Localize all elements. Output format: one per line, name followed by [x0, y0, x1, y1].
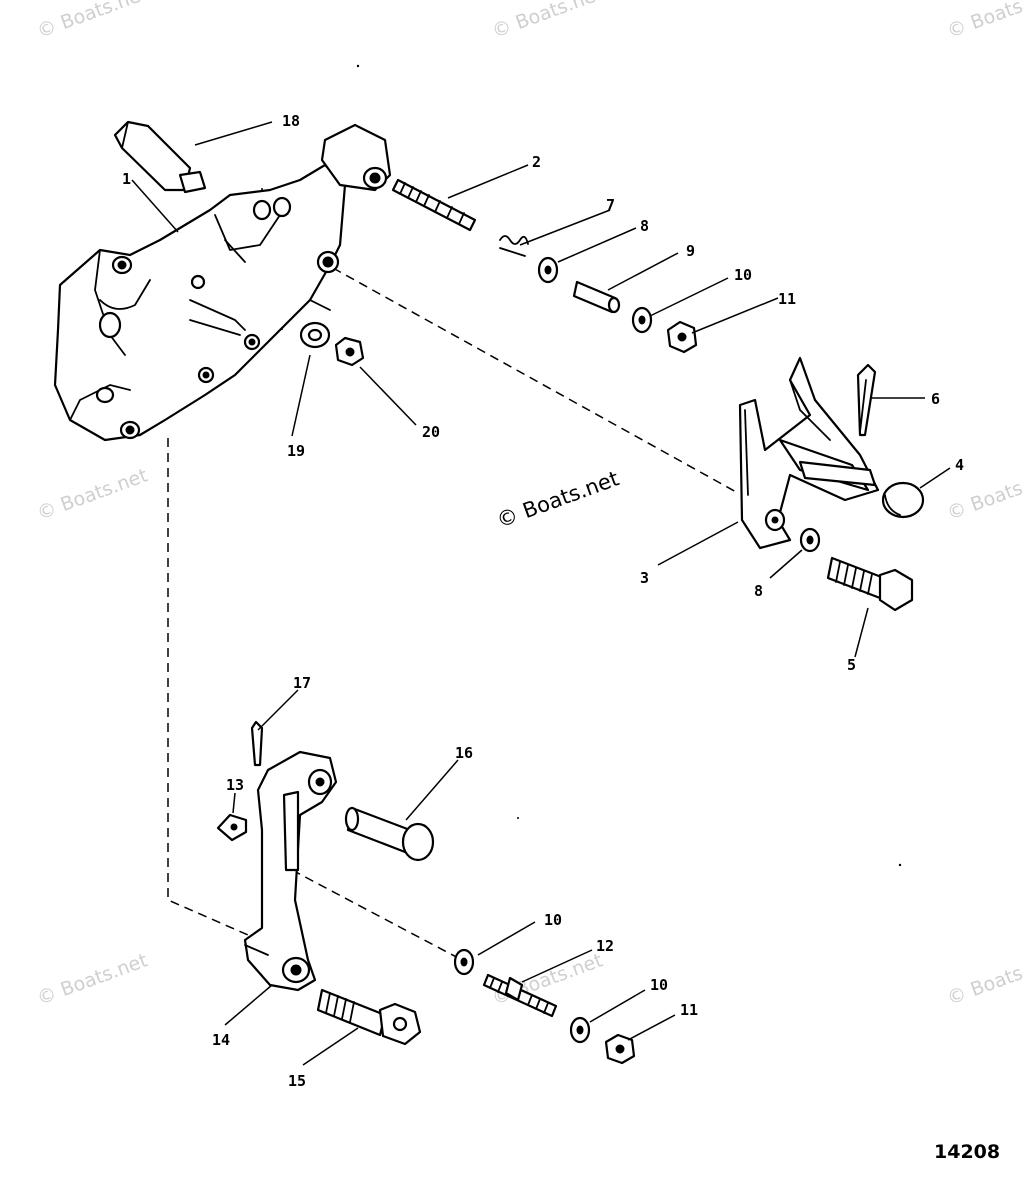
assembly-line-link-to-washer [291, 869, 463, 961]
watermark-low-right: © Boats.net [944, 949, 1025, 1009]
callout-8-lower: 8 [754, 582, 763, 600]
part-9-pin [572, 280, 621, 314]
callout-2: 2 [532, 153, 541, 171]
part-2-stud [391, 178, 477, 232]
callout-7: 7 [606, 196, 615, 214]
callout-11-lower: 11 [680, 1001, 698, 1019]
part-19-washer [299, 321, 331, 349]
watermark-top-right: © Boats.net [944, 0, 1025, 43]
watermark-center: © Boats.net [494, 466, 623, 532]
callout-1: 1 [122, 170, 131, 188]
callout-13: 13 [226, 776, 244, 794]
part-11-nut-lower [604, 1033, 636, 1065]
watermark-low-left: © Boats.net [34, 949, 150, 1009]
figure-number: 14208 [934, 1141, 1000, 1163]
callout-5: 5 [847, 656, 856, 674]
watermarks: © Boats.net © Boats.net © Boats.net © Bo… [34, 0, 1025, 1010]
callout-19: 19 [287, 442, 305, 460]
part-15-shoulder-bolt [316, 988, 422, 1046]
part-20-nut [334, 336, 365, 367]
part-12-stud [482, 973, 558, 1018]
part-14-link [243, 750, 338, 992]
callout-10-upper: 10 [734, 266, 752, 284]
scan-specks [356, 64, 902, 867]
watermark-low-center: © Boats.net [489, 949, 605, 1009]
part-5-bolt [826, 556, 914, 612]
part-10-washer-upper [631, 306, 653, 334]
callout-18: 18 [282, 112, 300, 130]
part-8-washer-upper [537, 256, 559, 284]
callout-labels: 18 1 2 7 8 9 10 11 19 20 6 4 3 8 5 17 16… [122, 112, 964, 1090]
part-18-standoff [113, 120, 207, 194]
callout-10-mid: 10 [544, 911, 562, 929]
callout-15: 15 [288, 1072, 306, 1090]
watermark-top-left: © Boats.net [34, 0, 150, 43]
part-3-lever [738, 356, 880, 550]
part-13-clip [216, 813, 248, 842]
callout-8-upper: 8 [640, 217, 649, 235]
part-11-nut-upper [666, 320, 698, 354]
part-1-bracket [53, 123, 392, 442]
part-10-washer-lower-1 [453, 948, 475, 976]
callout-20: 20 [422, 423, 440, 441]
callout-9: 9 [686, 242, 695, 260]
callout-6: 6 [931, 390, 940, 408]
callout-16: 16 [455, 744, 473, 762]
watermark-mid-left: © Boats.net [34, 464, 150, 524]
callout-10-lower: 10 [650, 976, 668, 994]
part-16-clevis-pin [344, 806, 435, 862]
callout-4: 4 [955, 456, 964, 474]
part-10-washer-lower-2 [569, 1016, 591, 1044]
part-7-spring [499, 235, 529, 257]
callout-11-upper: 11 [778, 290, 796, 308]
callout-14: 14 [212, 1031, 230, 1049]
part-17-cotter-pin [250, 720, 264, 767]
leader-lines [131, 121, 951, 1066]
part-6-cotter-pin [856, 363, 877, 437]
watermark-top-center: © Boats.net [489, 0, 605, 43]
callout-3: 3 [640, 569, 649, 587]
part-8-washer-lower [799, 527, 821, 553]
callout-12: 12 [596, 937, 614, 955]
part-4-cap [881, 481, 925, 519]
callout-17: 17 [293, 674, 311, 692]
assembly-line-bracket-down [167, 438, 249, 936]
assembly-line-bracket-to-lever [332, 267, 739, 494]
